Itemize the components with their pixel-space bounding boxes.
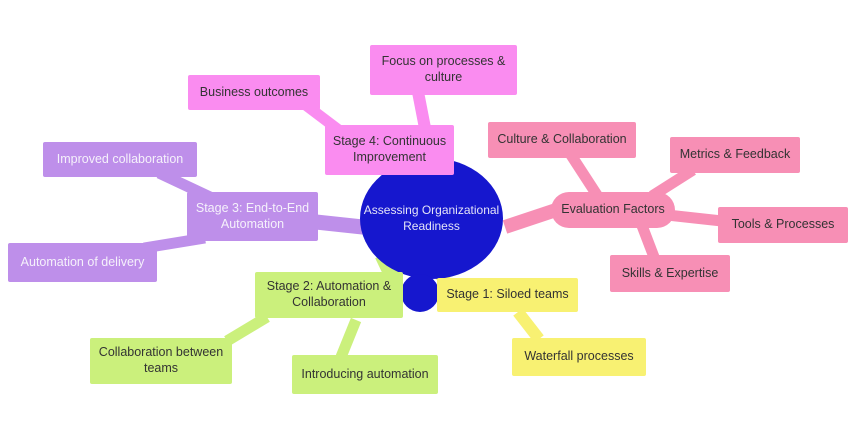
node-waterfall-processes: Waterfall processes [512,338,646,376]
node-business-outcomes: Business outcomes [188,75,320,110]
edge-culture-collaboration-ef [566,152,602,198]
node-culture-collaboration: Culture & Collaboration [488,122,636,158]
node-stage1: Stage 1: Siloed teams [437,278,578,312]
node-tools-processes: Tools & Processes [718,207,848,243]
edge-evaluation-factors-root [502,203,559,234]
node-skills-expertise: Skills & Expertise [610,255,730,292]
root-node-label: Assessing Organizational Readiness [363,202,500,233]
node-collaboration-between-teams: Collaboration between teams [90,338,232,384]
root-node-shape [360,158,503,279]
node-metrics-feedback: Metrics & Feedback [670,137,800,173]
node-improved-collaboration: Improved collaboration [43,142,197,177]
edge-metrics-feedback-ef [649,165,696,201]
edge-focus-processes-stage4 [412,90,431,130]
node-evaluation-factors: Evaluation Factors [551,192,675,228]
node-automation-of-delivery: Automation of delivery [8,243,157,282]
node-stage2: Stage 2: Automation & Collaboration [255,272,403,318]
edge-introducing-automation-stage2 [335,317,362,360]
node-stage3: Stage 3: End-to-End Automation [187,192,318,241]
node-introducing-automation: Introducing automation [292,355,438,394]
root-node-bump [401,274,439,312]
edge-waterfall-processes-stage1 [513,308,544,343]
node-focus-processes-culture: Focus on processes & culture [370,45,517,95]
node-stage4: Stage 4: Continuous Improvement [325,125,454,175]
edge-skills-expertise-ef [635,221,660,259]
edge-collaboration-teams-stage2 [224,312,270,346]
